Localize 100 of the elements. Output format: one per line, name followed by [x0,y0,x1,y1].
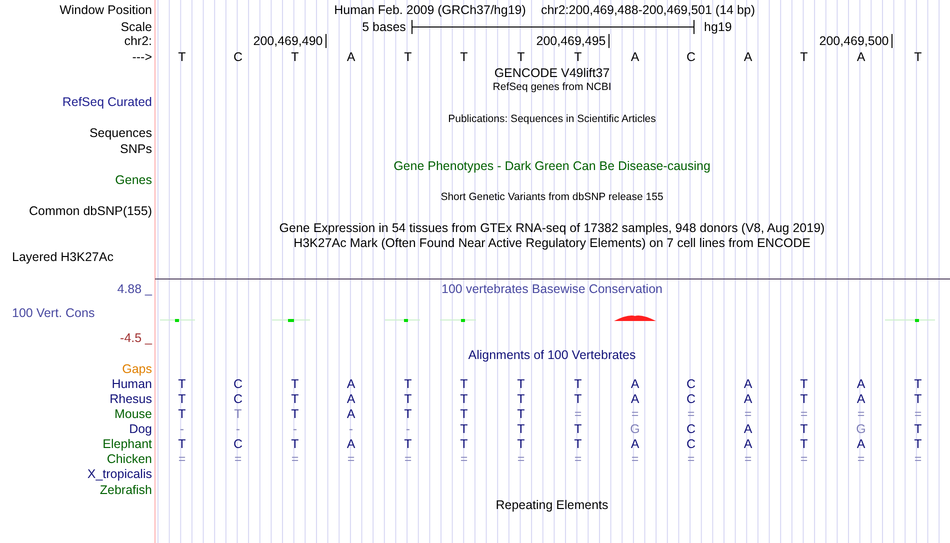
alignment-base: A [346,392,356,406]
coordinate-label: 200,469,495 [536,34,606,48]
alignment-base: T [800,438,808,450]
alignment-base: = [460,452,468,466]
alignment-base: = [914,452,922,466]
alignment-base: = [687,452,695,466]
alignment-base: T [178,392,186,406]
alignment-base: A [744,378,752,390]
base-letter: T [291,50,299,64]
alignment-base: T [517,438,525,450]
species-label: Rhesus [110,392,152,406]
base-letter: T [178,50,186,64]
alignment-base: T [800,378,808,390]
base-letter: A [630,50,640,64]
species-label: Human [112,378,152,390]
alignment-base: T [574,438,582,450]
alignment-base: A [856,392,866,406]
alignment-base: = [631,408,639,420]
scale-text: 5 bases [362,20,406,34]
alignment-base: C [686,378,696,390]
alignment-base: = [914,408,922,420]
axis-value: 4.88 _ [117,282,152,296]
track-label: Genes [115,174,152,186]
alignment-base: T [404,392,412,406]
alignment-base: T [914,378,922,390]
track-label: Common dbSNP(155) [29,204,152,218]
alignment-base: - [236,422,240,436]
track-label: Gaps [122,362,152,376]
base-letter: T [517,50,525,64]
alignment-base: T [574,392,582,406]
position-text: chr2:200,469,488-200,469,501 (14 bp) [540,4,756,16]
alignment-base: A [630,392,640,406]
track-label: RefSeq Curated [62,96,152,108]
track-title: Publications: Sequences in Scientific Articles [448,114,656,124]
alignment-base: C [686,392,696,406]
base-letter: A [856,50,866,64]
base-letter: C [233,50,243,64]
track-title: GENCODE V49lift37 [494,66,610,80]
track-label: SNPs [120,142,152,156]
alignment-base: - [180,422,184,436]
species-label: X_tropicalis [87,468,152,480]
alignment-base: T [234,408,242,420]
alignment-base: = [631,452,639,466]
species-label: Zebrafish [100,484,152,496]
alignment-base: A [630,378,640,390]
alignment-base: = [800,408,808,420]
alignment-base: T [574,378,582,390]
alignment-base: T [914,392,922,406]
alignment-base: T [404,438,412,450]
alignment-base: T [517,408,525,420]
alignment-base: T [800,392,808,406]
alignment-base: T [460,408,468,420]
track-label: Scale [120,20,152,34]
alignment-base: T [460,438,468,450]
alignment-base: A [346,438,356,450]
base-letter: A [346,50,356,64]
track-title: Gene Expression in 54 tissues from GTEx RNA-seq of 17382 samples, 948 donors (V8, Aug 2019) [279,222,825,234]
alignment-base: = [404,452,412,466]
alignment-base: T [914,422,922,436]
track-title: 100 vertebrates Basewise Conservation [442,282,662,296]
alignment-base: - [406,422,410,436]
alignment-base: = [857,408,865,420]
alignment-base: = [574,408,582,420]
alignment-base: T [178,378,186,390]
coordinate-label: 200,469,490 [253,34,323,48]
alignment-base: - [348,422,354,436]
base-letter: T [574,50,582,64]
alignment-base: T [460,378,468,390]
alignment-base: T [178,408,186,420]
alignment-base: C [686,422,696,436]
alignment-base: - [292,422,298,436]
alignment-base: C [233,392,243,406]
track-title: H3K27Ac Mark (Often Found Near Active Regulatory Elements) on 7 cell lines from ENCODE [294,236,810,250]
alignment-base: = [800,452,808,466]
assembly-text: hg19 [704,20,732,34]
alignment-base: = [347,452,355,466]
alignment-base: = [857,452,865,466]
base-letter: A [744,50,752,64]
alignment-base: T [291,408,299,420]
alignment-base: C [686,438,696,450]
alignment-base: = [744,408,752,420]
alignment-base: T [914,438,922,450]
track-title: RefSeq genes from NCBI [492,82,612,92]
base-letter: C [686,50,696,64]
alignment-base: T [517,378,525,390]
alignment-base: = [687,408,695,420]
base-letter: T [800,50,808,64]
axis-value: -4.5 _ [120,332,152,344]
alignment-base: T [291,438,299,450]
track-title: Repeating Elements [496,498,608,512]
track-title: Alignments of 100 Vertebrates [468,348,636,362]
alignment-base: = [517,452,525,466]
alignment-base: T [517,392,525,406]
alignment-base: = [234,452,242,466]
base-letter: T [404,50,412,64]
alignment-base: = [574,452,582,466]
alignment-base: A [744,392,752,406]
track-label: 100 Vert. Cons [12,306,95,320]
coordinate-label: 200,469,500 [819,34,889,48]
alignment-base: G [856,422,866,436]
